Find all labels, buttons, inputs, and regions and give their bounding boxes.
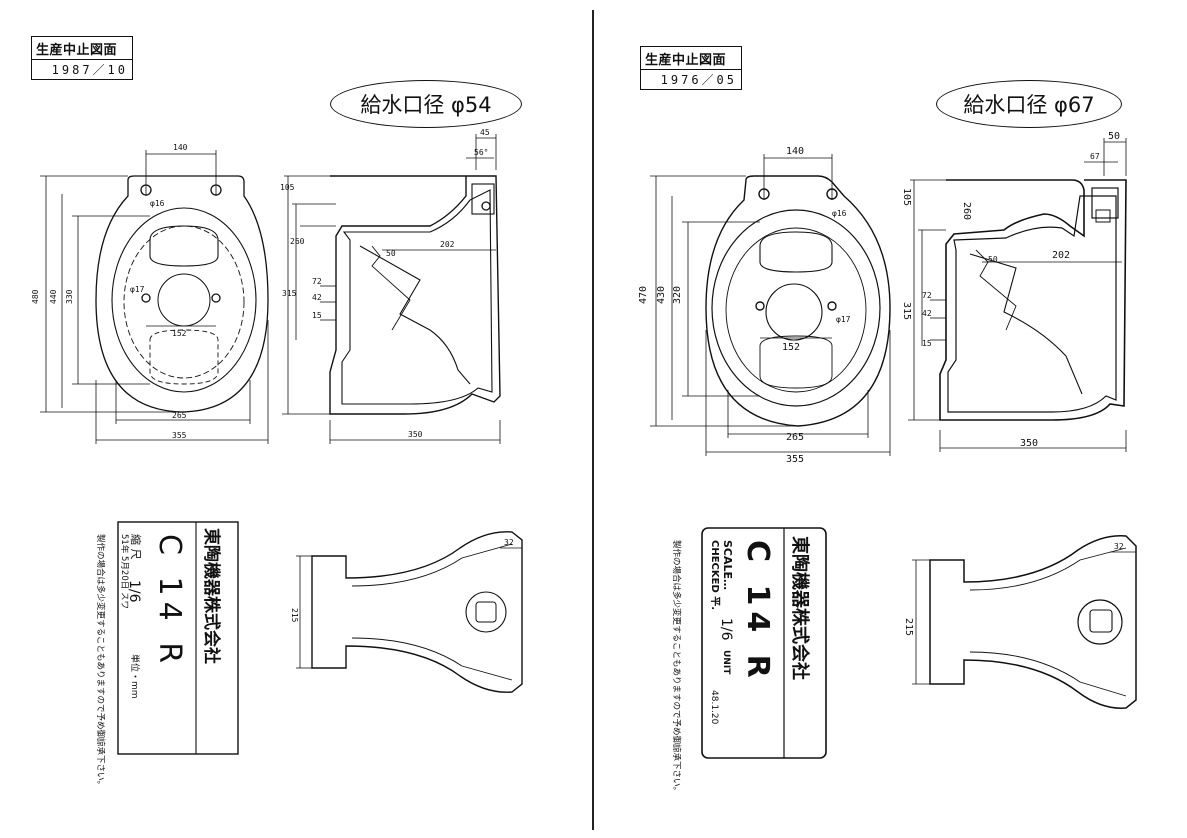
- title-block-frame: [117, 521, 239, 755]
- dim-overall-width: 355: [172, 431, 187, 440]
- stamp-title: 生産中止図面: [641, 47, 741, 70]
- inlet-diameter-callout: 給水口径 φ67: [936, 80, 1122, 128]
- unit-label: 単位・mm: [129, 654, 141, 699]
- dim-side-height: 105: [280, 183, 295, 192]
- base-view-outline: [311, 531, 523, 693]
- dim-side-50: 50: [386, 249, 396, 258]
- scale-value: 1/6: [718, 618, 734, 641]
- drawing-date: 48.1.20: [709, 690, 719, 725]
- dim-inlet-50: 50: [1108, 131, 1120, 142]
- dim-top-width: 140: [173, 143, 188, 152]
- stamp-date: 1976／05: [660, 73, 737, 87]
- bowl-top-outline: [95, 175, 269, 413]
- bowl-rim: [711, 209, 881, 407]
- stamp-date: 1987／10: [51, 63, 128, 77]
- title-note: 製作の場合は多少変更することもありますので予め御諒承下さい。: [95, 534, 106, 789]
- dim-side-202: 202: [440, 240, 455, 249]
- scale-label: 縮 尺: [129, 534, 143, 560]
- dim-side-height: 105: [901, 188, 912, 206]
- model-number: C 14 R: [152, 534, 187, 669]
- dim-side-260: 260: [290, 237, 305, 246]
- dim-hole-small: φ17: [130, 285, 145, 294]
- stamp-title: 生産中止図面: [32, 37, 132, 60]
- dim-side-50: 50: [988, 255, 998, 264]
- dim-inlet-45: 45: [480, 128, 490, 137]
- base-view-outline: [929, 535, 1137, 709]
- dim-small-42: 42: [922, 309, 932, 318]
- dim-length-440: 440: [49, 289, 58, 304]
- dim-bowl-width: 265: [786, 432, 804, 443]
- scale-label: SCALE…: [721, 540, 734, 590]
- title-block-text: 東陶機器株式会社: [201, 528, 222, 664]
- technical-drawing: 140 φ16 470 430 320 152 265 355 φ17 105 …: [638, 131, 1137, 795]
- dim-small-42: 42: [312, 293, 322, 302]
- dim-side-315: 315: [282, 289, 297, 298]
- side-section-outline: [329, 175, 501, 415]
- dim-inlet-67: 67: [1090, 152, 1100, 161]
- dim-base-215: 215: [903, 618, 914, 636]
- title-note: 製作の場合は多少変更することもありますので予め御諒承下さい。: [671, 540, 682, 795]
- dim-overall-length: 470: [638, 286, 649, 304]
- model-number: C 14 R: [740, 540, 775, 684]
- dim-overall-width: 355: [786, 454, 804, 465]
- company-name: 東陶機器株式会社: [201, 528, 222, 664]
- scale-value: 1/6: [126, 580, 142, 603]
- dim-side-depth: 350: [1020, 438, 1038, 449]
- dim-length-320: 320: [672, 286, 683, 304]
- dim-base-32: 32: [504, 538, 514, 547]
- drawing-sheet-right: 生産中止図面 1976／05 給水口径 φ67: [596, 0, 1187, 838]
- dim-side-315: 315: [901, 302, 912, 320]
- bowl-top-outline: [705, 175, 891, 427]
- discontinued-stamp: 生産中止図面 1987／10: [31, 36, 133, 80]
- side-section-outline: [939, 179, 1127, 421]
- dim-seat-span: 152: [172, 329, 187, 338]
- dim-base-215: 215: [290, 608, 299, 623]
- checked-label: CHECKED 平.: [709, 540, 721, 610]
- title-block-frame: [701, 527, 827, 759]
- dim-hole-small: φ17: [836, 315, 851, 324]
- discontinued-stamp: 生産中止図面 1976／05: [640, 46, 742, 90]
- dim-inlet-56: 56°: [474, 148, 488, 157]
- dim-side-260: 260: [961, 202, 972, 220]
- dim-base-32: 32: [1114, 542, 1124, 551]
- dim-overall-length: 480: [31, 289, 40, 304]
- dim-small-15: 15: [312, 311, 322, 320]
- sheet-divider: [592, 10, 594, 830]
- drawing-date: 51年 5月20日 スワ: [119, 534, 130, 609]
- drawing-sheet-left: 生産中止図面 1987／10 給水口径 φ54: [0, 0, 590, 838]
- dim-bowl-width: 265: [172, 411, 187, 420]
- dim-bolt-hole: φ16: [832, 209, 847, 218]
- technical-drawing: 140 φ16 480 440 330 152 265 355 φ17 105 …: [31, 128, 523, 789]
- company-name: 東陶機器株式会社: [789, 536, 811, 680]
- bowl-rim: [111, 207, 257, 393]
- dim-bolt-hole: φ16: [150, 199, 165, 208]
- dim-seat-span: 152: [782, 342, 800, 353]
- dim-side-depth: 350: [408, 430, 423, 439]
- unit-label: UNIT: [721, 650, 731, 675]
- inlet-diameter-callout: 給水口径 φ54: [330, 80, 522, 128]
- dim-length-330: 330: [65, 289, 74, 304]
- dim-small-72: 72: [312, 277, 322, 286]
- dim-small-15: 15: [922, 339, 932, 348]
- dim-side-202: 202: [1052, 250, 1070, 261]
- dim-length-430: 430: [656, 286, 667, 304]
- dim-small-72: 72: [922, 291, 932, 300]
- dim-top-width: 140: [786, 146, 804, 157]
